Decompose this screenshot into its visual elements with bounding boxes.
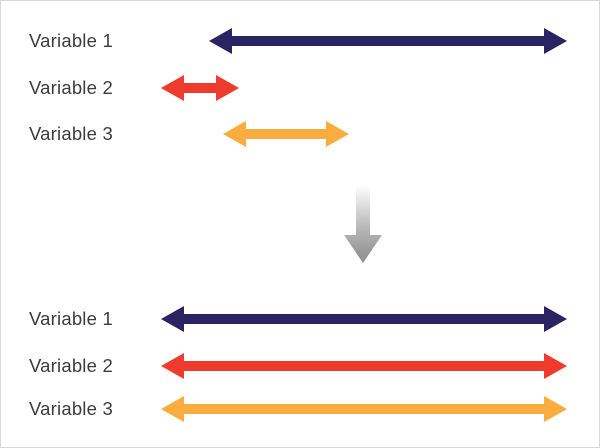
top-row-2-arrow (161, 75, 239, 101)
navy-double-arrow-full-range (161, 306, 567, 332)
bottom-row-variable-2: Variable 2 (1, 349, 599, 383)
bottom-row-2-label: Variable 2 (29, 355, 113, 376)
red-double-arrow-full-range (161, 353, 567, 379)
red-double-arrow-short-range (161, 75, 239, 101)
bottom-row-2-arrow (161, 353, 567, 379)
top-row-3-arrow (223, 121, 349, 147)
transform-flow-arrow (339, 183, 387, 267)
top-row-1-label: Variable 1 (29, 30, 113, 51)
top-row-3-label: Variable 3 (29, 123, 113, 144)
bottom-row-1-label: Variable 1 (29, 308, 113, 329)
bottom-row-variable-1: Variable 1 (1, 302, 599, 336)
top-row-variable-3: Variable 3 (1, 117, 599, 151)
bottom-row-variable-3: Variable 3 (1, 392, 599, 426)
bottom-row-3-label: Variable 3 (29, 398, 113, 419)
orange-double-arrow-short-range (223, 121, 349, 147)
orange-double-arrow-full-range (161, 396, 567, 422)
top-row-variable-1: Variable 1 (1, 24, 599, 58)
navy-double-arrow-short-range (209, 28, 567, 54)
bottom-row-3-arrow (161, 396, 567, 422)
down-arrow-icon (344, 185, 382, 263)
top-row-variable-2: Variable 2 (1, 71, 599, 105)
bottom-row-1-arrow (161, 306, 567, 332)
top-row-1-arrow (209, 28, 567, 54)
top-row-2-label: Variable 2 (29, 77, 113, 98)
